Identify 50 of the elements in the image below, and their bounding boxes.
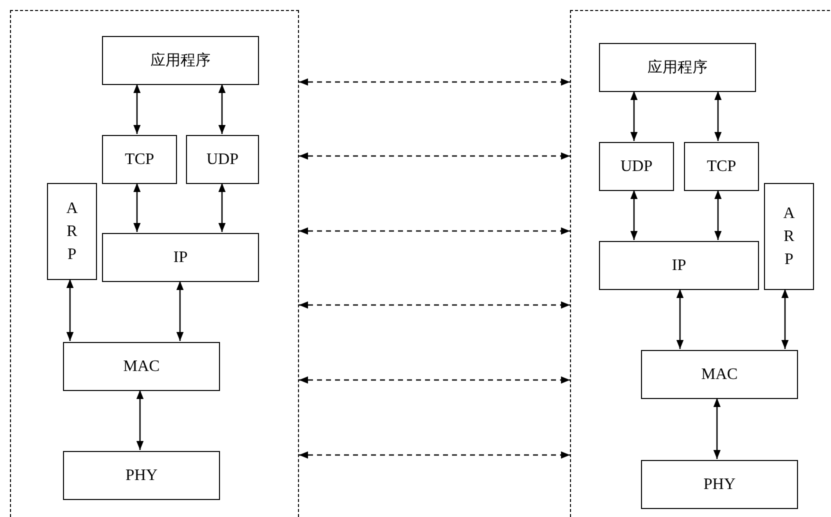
right-dashed-frame: [570, 10, 831, 517]
layer-label: ARP: [65, 198, 79, 266]
dashed-double-arrow: [299, 376, 570, 384]
layer-label: 应用程序: [648, 58, 708, 77]
protocol-box: [641, 350, 798, 399]
layer-label: ARP: [782, 204, 796, 270]
double-arrow: [66, 279, 74, 341]
double-arrow: [133, 84, 141, 134]
double-arrow: [676, 289, 684, 349]
layer-label: PHY: [703, 476, 736, 494]
protocol-box: [684, 142, 759, 191]
double-arrow: [133, 183, 141, 232]
dashed-double-arrow: [299, 78, 570, 86]
layer-label: 应用程序: [150, 51, 210, 70]
double-arrow: [218, 84, 226, 134]
dashed-double-arrow: [299, 227, 570, 235]
layer-label: TCP: [124, 150, 154, 168]
layer-label: MAC: [701, 366, 738, 384]
layer-label: UDP: [206, 150, 238, 168]
dashed-double-arrow: [299, 301, 570, 309]
double-arrow: [218, 183, 226, 232]
layer-label: UDP: [620, 158, 652, 176]
double-arrow: [714, 190, 722, 240]
double-arrow: [630, 91, 638, 141]
protocol-box: [599, 241, 759, 290]
double-arrow: [781, 289, 789, 349]
protocol-box-tall: [47, 183, 97, 280]
dashed-double-arrow: [299, 451, 570, 459]
double-arrow: [176, 281, 184, 341]
protocol-box: [102, 233, 259, 282]
protocol-box: [63, 342, 220, 391]
protocol-box: [102, 135, 177, 184]
layer-label: TCP: [706, 158, 736, 176]
protocol-box: [641, 460, 798, 509]
protocol-box: [599, 43, 756, 92]
layer-label: PHY: [125, 466, 158, 484]
protocol-box-tall: [764, 183, 814, 290]
layer-label: IP: [173, 248, 188, 266]
double-arrow: [714, 91, 722, 141]
left-dashed-frame: [10, 10, 299, 517]
layer-label: MAC: [123, 358, 160, 376]
protocol-box: [63, 451, 220, 500]
layer-label: IP: [672, 256, 686, 274]
protocol-box: [186, 135, 259, 184]
dashed-double-arrow: [299, 152, 570, 160]
protocol-box: [102, 36, 259, 85]
double-arrow: [630, 190, 638, 240]
protocol-box: [599, 142, 674, 191]
double-arrow: [713, 398, 721, 459]
double-arrow: [136, 390, 144, 450]
